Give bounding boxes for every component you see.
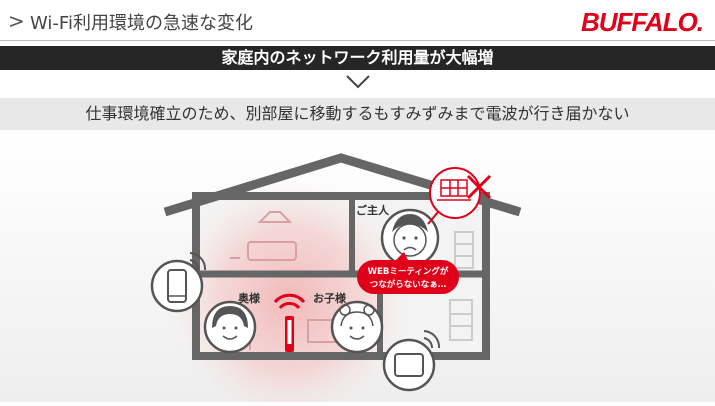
headline-banner: 家庭内のネットワーク利用量が大幅増 [0,46,715,70]
tablet-bubble [382,330,441,392]
husband-room-furniture [454,231,474,269]
page-title: Wi-Fi利用環境の急速な変化 [30,13,253,34]
header-divider [0,40,715,41]
laptop-bubble [427,167,492,225]
label-wife: 奥様 [237,291,261,305]
speech-line-1: WEBミーティングが [368,266,449,277]
wifi-icon [189,252,207,271]
router-icon [285,316,294,352]
wifi-icon [423,330,441,349]
living-furniture [230,211,297,261]
subtitle-bar: 仕事環境確立のため、別部屋に移動するもすみずみまで電波が行き届かない [0,98,715,130]
speech-line-2: つながらないなぁ… [370,279,447,290]
label-husband: ご主人 [356,203,390,217]
chevron-down-icon [346,75,370,89]
speech-bubble: WEBミーティングが つながらないなぁ… [357,252,459,294]
house-illustration: ご主人 奥様 お子様 WEBミーティングが つながらないなぁ… [150,153,522,406]
chevron-right-icon: > [8,9,25,33]
tablet-icon [394,353,424,377]
lower-right-furniture [449,299,473,341]
header: > Wi-Fi利用環境の急速な変化 BUFFALO. [0,0,715,40]
wifi-icon [273,293,306,310]
laptop-icon [437,179,471,201]
x-icon [466,174,492,200]
buffalo-logo: BUFFALO. [581,7,704,37]
label-child: お子様 [313,291,347,305]
smartphone-bubble [150,252,207,313]
smartphone-icon [167,269,187,303]
avatar-husband [380,208,440,268]
house-scene: ご主人 奥様 お子様 WEBミーティングが つながらないなぁ… [0,136,715,406]
avatar-child [330,300,384,354]
avatar-wife [203,300,257,354]
